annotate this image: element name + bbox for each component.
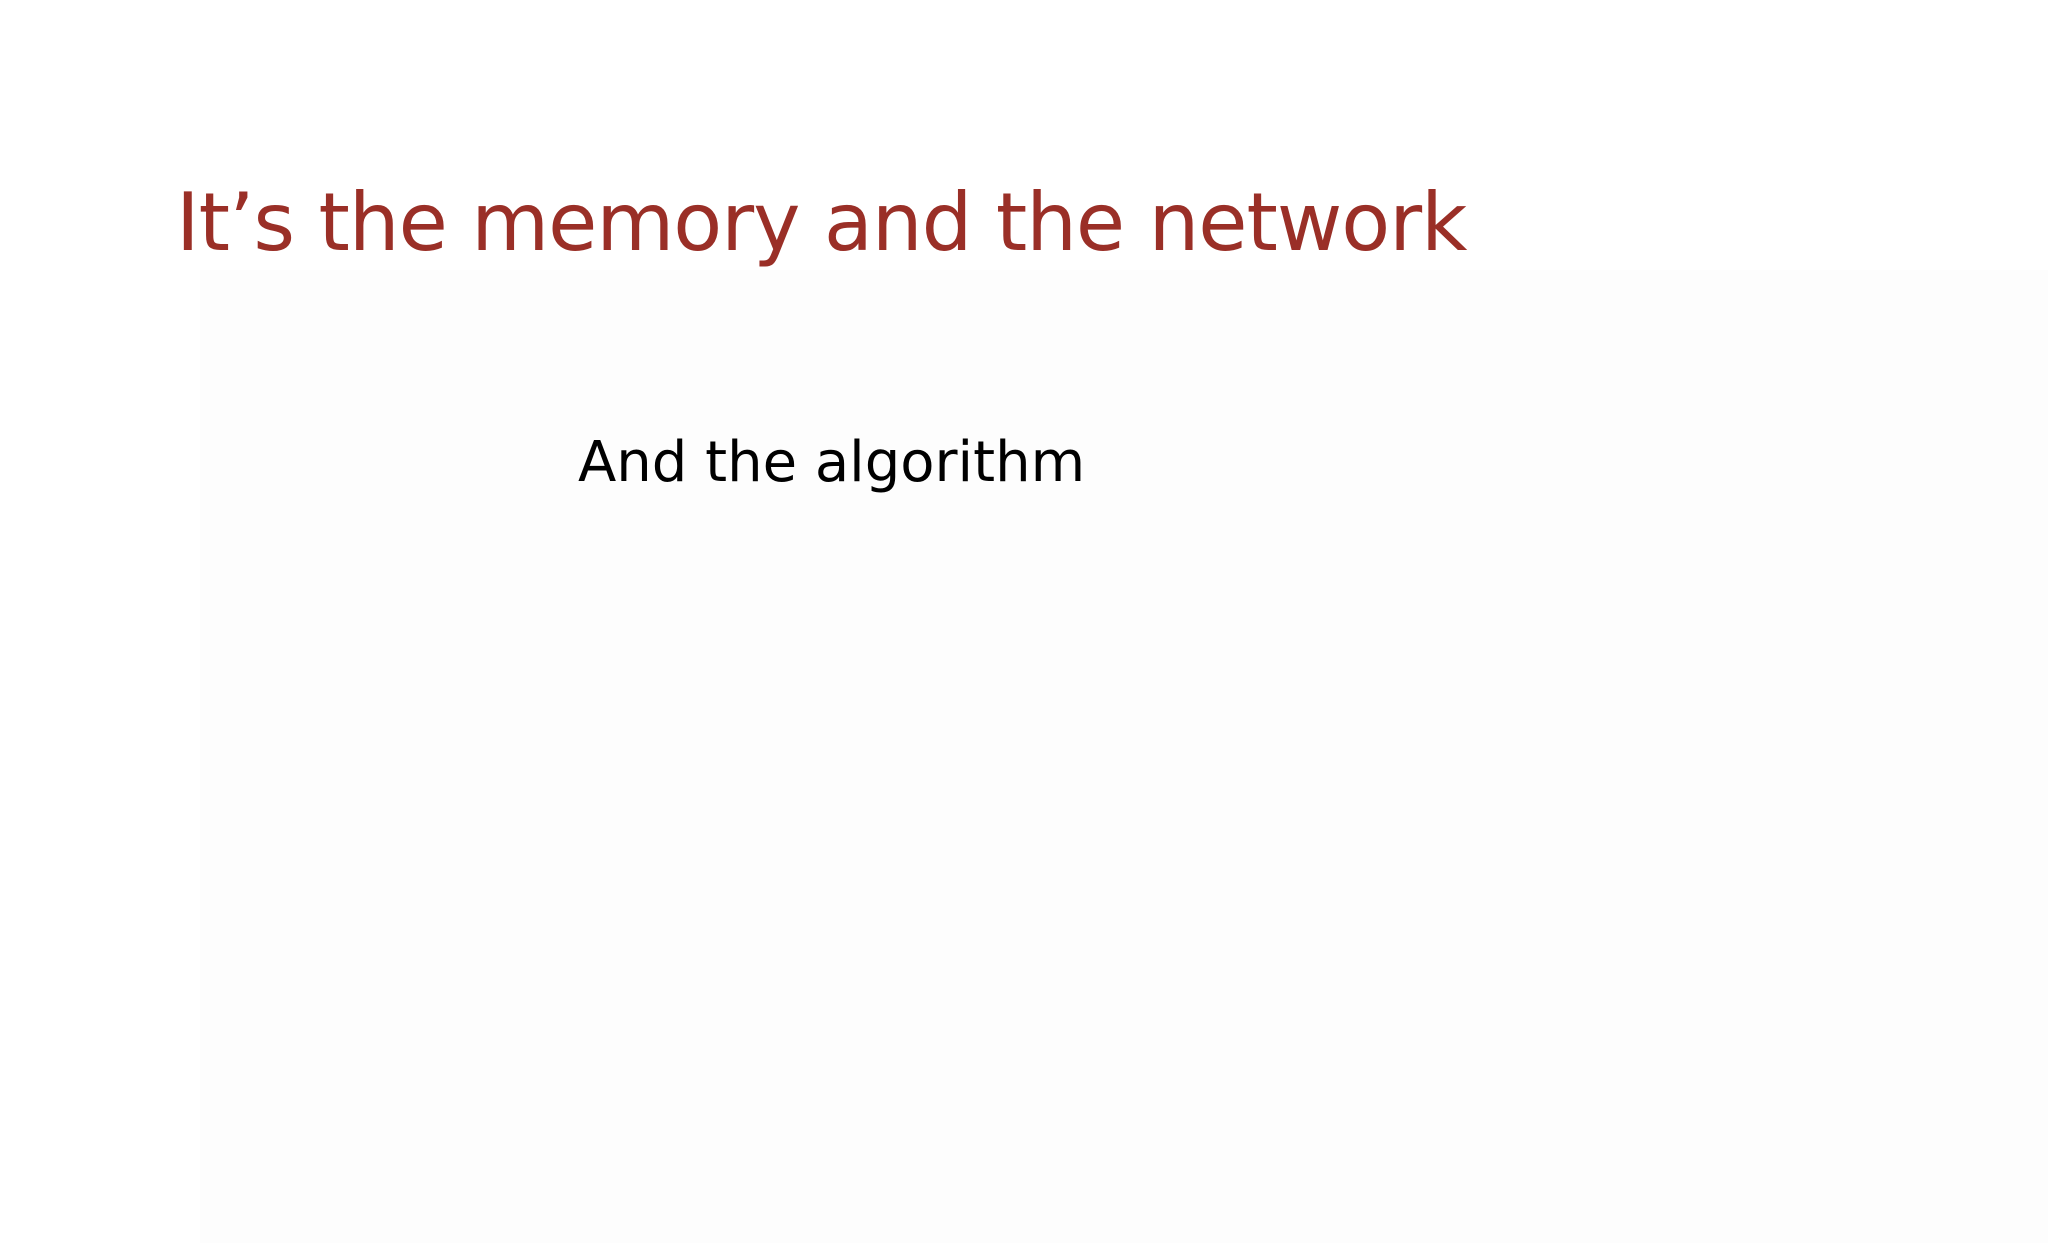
slide-content-area <box>200 270 2048 1243</box>
slide-body-text: And the algorithm <box>578 430 1086 495</box>
slide-title: It’s the memory and the network <box>176 176 1467 269</box>
